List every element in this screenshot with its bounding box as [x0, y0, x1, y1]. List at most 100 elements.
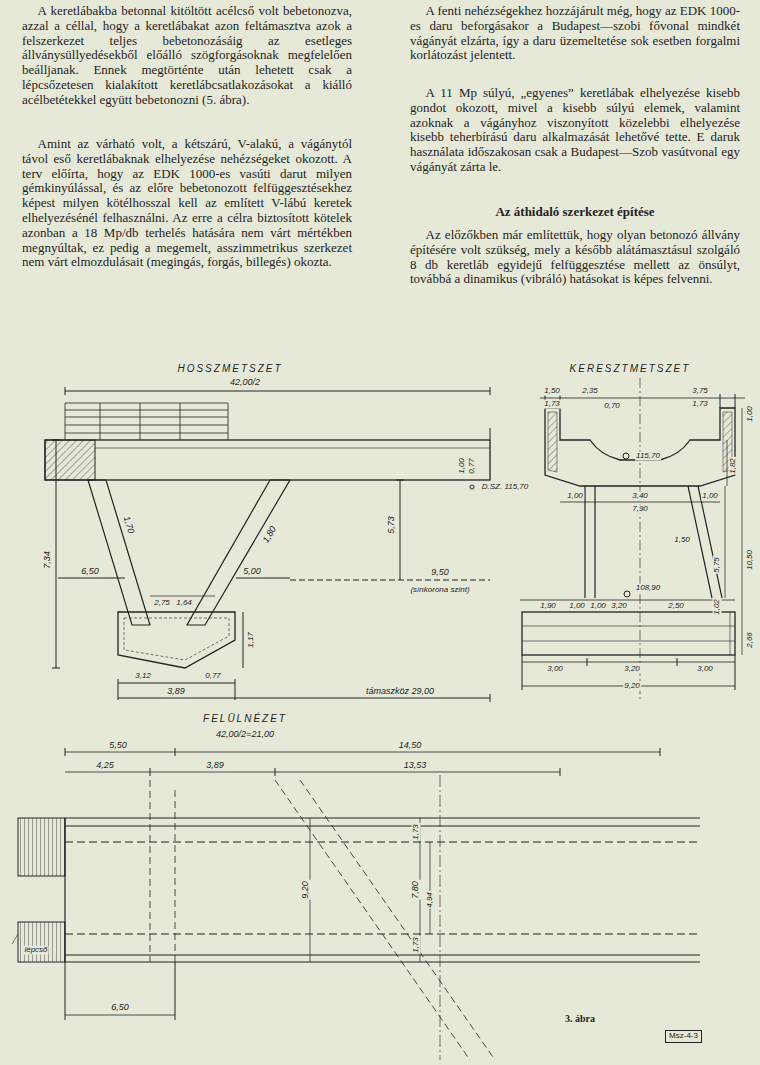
drawing-line [522, 655, 523, 690]
drawing-line [522, 612, 735, 655]
drawing-line [727, 440, 728, 486]
drawing-line [236, 578, 290, 579]
drawing-line [65, 425, 228, 426]
drawing-line [400, 480, 401, 580]
drawing-line [52, 440, 60, 441]
drawing-line [290, 580, 490, 581]
figure-caption: 3. ábra [550, 1013, 610, 1024]
dimension-label: 1,00 [701, 492, 719, 501]
drawing-line [65, 391, 490, 392]
drawing-line [45, 440, 490, 480]
drawing-line [548, 412, 557, 472]
longitudinal-section [45, 387, 490, 702]
dimension-label: 7,90 [631, 505, 649, 514]
drawing-line [490, 694, 491, 702]
paragraph: A fenti nehézségekhez hozzájárult még, h… [410, 4, 740, 63]
dimension-label: 5,75 [713, 556, 722, 574]
drawing-line [725, 486, 726, 598]
drawing-line [65, 961, 700, 962]
dimension-label: 3,89 [205, 761, 225, 771]
drawing-line [187, 480, 290, 625]
dimension-label: 3,00 [696, 665, 714, 674]
drawing-line [698, 486, 722, 598]
drawing-line [235, 698, 490, 699]
drawing-line [522, 626, 735, 627]
drawing-line [140, 403, 141, 440]
drawing-line [742, 408, 743, 655]
drawing-line [688, 486, 712, 598]
drawing-line [735, 655, 736, 690]
drawing-line [430, 842, 431, 934]
dimension-label: 0,77 [468, 457, 477, 475]
dimension-label: 7,34 [43, 550, 53, 570]
drawing-line [490, 428, 491, 440]
drawing-line [520, 600, 735, 601]
drawing-number: Msz-4-3 [669, 1031, 698, 1040]
dimension-label: 3,40 [631, 492, 649, 501]
drawing-line [65, 403, 66, 440]
drawing-line [65, 955, 700, 956]
dimension-label: 7,80 [411, 880, 421, 900]
drawing-line [235, 679, 236, 700]
drawing-line [640, 378, 641, 700]
dimension-label: 1,73 [691, 400, 709, 409]
drawing-line [396, 480, 404, 481]
dimension-label: 13,53 [403, 761, 428, 771]
paragraph: A 11 Mp súlyú, „egyenes” keretlábak elhe… [410, 86, 740, 175]
drawing-line [118, 679, 119, 700]
drawing-line [65, 417, 228, 418]
railing [65, 403, 228, 440]
drawing-line [150, 780, 151, 962]
drawing-line [65, 403, 228, 404]
dimension-label: 5,73 [387, 515, 397, 535]
dimension-label: 2,75 [153, 599, 171, 608]
drawing-line [560, 502, 720, 503]
dimension-label: 1,00 [458, 457, 467, 475]
dimension-label: 1,64 [175, 599, 193, 608]
dimension-label: 6,50 [110, 1003, 130, 1013]
dimension-label: 1,70 [120, 514, 135, 536]
drawing-line [65, 433, 228, 434]
drawing-line [100, 403, 101, 440]
dimension-label: 42,00/2=21,00 [215, 730, 275, 740]
dimension-label: 1,00 [566, 492, 584, 501]
drawing-line [150, 768, 151, 776]
drawing-line [522, 641, 735, 642]
dimension-label: 5,00 [242, 567, 262, 577]
plan-view [12, 748, 700, 1060]
drawing-line [175, 962, 176, 1020]
dimension-label: 4,94 [426, 891, 435, 909]
drawing-line [65, 752, 660, 753]
drawing-line [118, 612, 235, 668]
drawing-line [490, 387, 491, 395]
dimension-label: 9,20 [623, 682, 641, 691]
dimension-label: 3,89 [166, 687, 186, 697]
drawing-line [735, 394, 736, 408]
drawing-line [228, 403, 229, 440]
dimension-label: 1,00 [589, 602, 607, 611]
drawing-line [18, 922, 65, 962]
dimension-label: 1,17 [247, 631, 256, 649]
dimension-label: 1,00 [746, 405, 755, 423]
drawing-line [275, 780, 470, 1060]
drawing-line [150, 780, 495, 1060]
drawing-line [677, 658, 678, 666]
drawing-line [440, 775, 441, 1060]
drawing-line [95, 448, 490, 449]
dimension-label: 4,25 [95, 761, 115, 771]
dimension-label: 6,50 [80, 567, 100, 577]
level-label: 115,70 [635, 452, 661, 461]
dimension-label: 1,80 [261, 524, 279, 546]
drawing-line [275, 768, 276, 776]
drawing-line [300, 780, 495, 1060]
drawing-line [18, 818, 65, 876]
span-label: támaszköz 29,00 [365, 687, 435, 697]
level-label: D.SZ. 115,70 [481, 483, 530, 492]
drawing-line [65, 817, 700, 818]
dimension-label: 1,90 [539, 602, 557, 611]
drawing-line [470, 485, 474, 489]
dimension-label: 3,20 [610, 602, 628, 611]
dimension-label: 1,00 [568, 602, 586, 611]
dimension-label: 9,20 [301, 880, 311, 900]
dimension-label: 2,50 [667, 602, 685, 611]
